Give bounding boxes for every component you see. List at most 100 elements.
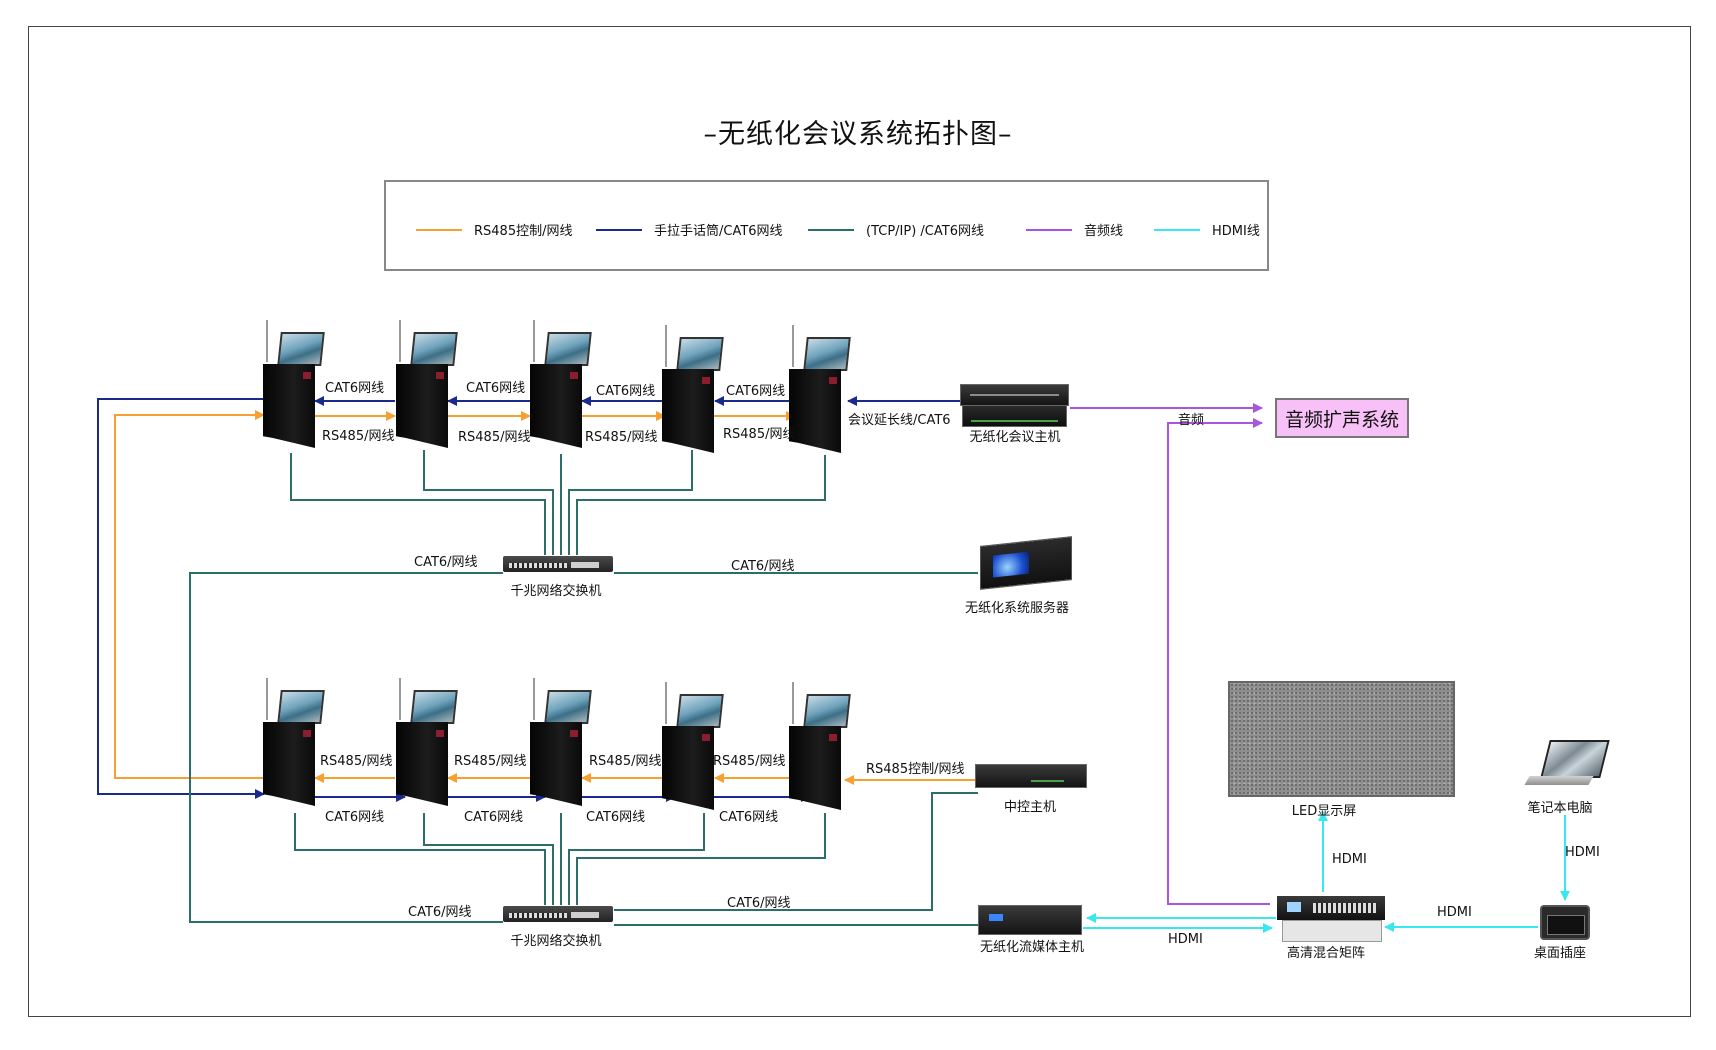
wire-tcp-top-4 xyxy=(568,450,693,555)
windows-screen-icon xyxy=(993,551,1029,578)
wire-tcp-bot-2 xyxy=(423,813,554,905)
label-audio: 音频 xyxy=(1178,413,1205,428)
streaming-host-label: 无纸化流媒体主机 xyxy=(979,940,1085,955)
screen-icon xyxy=(544,690,592,724)
legend-item-cat6-mic: 手拉手话筒/CAT6网线 xyxy=(596,220,783,239)
wire-audio-matrix xyxy=(1167,418,1270,905)
wire-tcp-bot-4 xyxy=(568,813,705,905)
label-hdmi-led: HDMI xyxy=(1332,852,1367,867)
screen-icon xyxy=(277,690,325,724)
label-host-link: 会议延长线/CAT6 xyxy=(848,413,951,428)
lift-terminal-top-1 xyxy=(263,320,333,460)
screen-icon xyxy=(676,694,724,728)
lift-terminal-bottom-2 xyxy=(396,678,466,818)
label-hdmi-stream: HDMI xyxy=(1168,932,1203,947)
legend-label: 音频线 xyxy=(1084,224,1124,239)
label-top-cat6-3: CAT6网线 xyxy=(596,384,656,399)
label-top-cat6-2: CAT6网线 xyxy=(466,381,526,396)
label-switch-bot-left: CAT6/网线 xyxy=(408,905,472,920)
legend-item-hdmi: HDMI线 xyxy=(1154,220,1260,239)
legend-swatch-tcpip xyxy=(808,228,854,231)
lift-terminal-bottom-1 xyxy=(263,678,333,818)
label-bot-cat6-2: CAT6网线 xyxy=(464,810,524,825)
label-top-cat6-1: CAT6网线 xyxy=(325,381,385,396)
conference-host-label: 无纸化会议主机 xyxy=(969,430,1061,445)
central-control-label: 中控主机 xyxy=(1003,800,1057,815)
label-top-rs485-4: RS485/网线 xyxy=(723,427,796,442)
lift-terminal-bottom-3 xyxy=(530,678,600,818)
desk-socket-label: 桌面插座 xyxy=(1533,946,1587,961)
legend-swatch-cat6-mic xyxy=(596,228,642,231)
switch-top-icon xyxy=(503,556,613,572)
led-label: LED显示屏 xyxy=(1291,804,1357,819)
label-bot-cat6-1: CAT6网线 xyxy=(325,810,385,825)
label-hdmi-socket: HDMI xyxy=(1437,905,1472,920)
central-control-icon xyxy=(975,764,1087,788)
screen-icon xyxy=(803,694,851,728)
server-label: 无纸化系统服务器 xyxy=(964,601,1070,616)
wire-tcp-top-5 xyxy=(576,455,826,555)
legend-swatch-audio xyxy=(1026,228,1072,231)
diagram-frame xyxy=(28,26,1691,1017)
screen-icon xyxy=(410,332,458,366)
wire-left-blue xyxy=(97,398,265,799)
legend-swatch-hdmi xyxy=(1154,228,1200,231)
matrix-label: 高清混合矩阵 xyxy=(1286,946,1366,961)
matrix-io-panel xyxy=(1282,920,1382,942)
legend-label: RS485控制/网线 xyxy=(474,224,573,239)
label-bot-cat6-3: CAT6网线 xyxy=(586,810,646,825)
audio-system-box: 音频扩声系统 xyxy=(1275,398,1409,438)
screen-icon xyxy=(277,332,325,366)
switch-bottom-label: 千兆网络交换机 xyxy=(510,934,602,949)
screen-icon xyxy=(803,337,851,371)
lift-terminal-bottom-5 xyxy=(789,682,859,822)
label-bot-rs485-1: RS485/网线 xyxy=(320,754,393,769)
wire-tcp-top-1 xyxy=(290,453,546,555)
label-top-cat6-4: CAT6网线 xyxy=(726,384,786,399)
screen-icon xyxy=(544,332,592,366)
lift-terminal-top-2 xyxy=(396,320,466,460)
label-switch-top-left: CAT6/网线 xyxy=(414,555,478,570)
legend-swatch-rs485 xyxy=(416,228,462,231)
legend: RS485控制/网线 手拉手话筒/CAT6网线 (TCP/IP) /CAT6网线… xyxy=(384,180,1269,271)
conference-host-panel xyxy=(962,405,1067,427)
label-switch-top-right: CAT6/网线 xyxy=(731,559,795,574)
legend-label: (TCP/IP) /CAT6网线 xyxy=(866,224,984,239)
lift-terminal-bottom-4 xyxy=(662,682,732,822)
switch-top-label: 千兆网络交换机 xyxy=(510,584,602,599)
label-top-rs485-1: RS485/网线 xyxy=(322,429,395,444)
wire-tcp-switch-bot-control xyxy=(614,792,978,911)
legend-label: HDMI线 xyxy=(1212,224,1260,239)
lift-terminal-top-3 xyxy=(530,320,600,460)
label-bot-cat6-4: CAT6网线 xyxy=(719,810,779,825)
legend-item-tcpip: (TCP/IP) /CAT6网线 xyxy=(808,220,984,239)
lift-terminal-top-4 xyxy=(662,325,732,465)
desk-socket-icon xyxy=(1540,905,1590,940)
label-switch-bot-right: CAT6/网线 xyxy=(727,896,791,911)
conference-host-icon xyxy=(960,384,1069,406)
legend-item-audio: 音频线 xyxy=(1026,220,1123,239)
wire-tcp-bot-1 xyxy=(294,813,546,905)
diagram-title: –无纸化会议系统拓扑图– xyxy=(703,119,1013,150)
switch-bottom-icon xyxy=(503,906,613,922)
label-bot-rs485-4: RS485/网线 xyxy=(713,754,786,769)
laptop-icon xyxy=(1524,740,1610,790)
legend-label: 手拉手话筒/CAT6网线 xyxy=(654,224,783,239)
lift-terminal-top-5 xyxy=(789,325,859,465)
streaming-host-icon xyxy=(978,905,1082,935)
label-top-rs485-3: RS485/网线 xyxy=(585,430,658,445)
matrix-icon xyxy=(1277,896,1385,920)
wire-tcp-switch-top-left xyxy=(189,572,503,923)
label-bot-rs485-3: RS485/网线 xyxy=(589,754,662,769)
label-bot-rs485-2: RS485/网线 xyxy=(454,754,527,769)
screen-icon xyxy=(410,690,458,724)
wire-tcp-top-2 xyxy=(423,450,554,555)
label-top-rs485-2: RS485/网线 xyxy=(458,430,531,445)
label-control-link: RS485控制/网线 xyxy=(866,762,965,777)
led-display-icon xyxy=(1228,681,1455,797)
screen-icon xyxy=(676,337,724,371)
legend-item-rs485: RS485控制/网线 xyxy=(416,220,572,239)
wire-tcp-bot-5 xyxy=(576,813,826,905)
label-hdmi-laptop: HDMI xyxy=(1565,845,1600,860)
